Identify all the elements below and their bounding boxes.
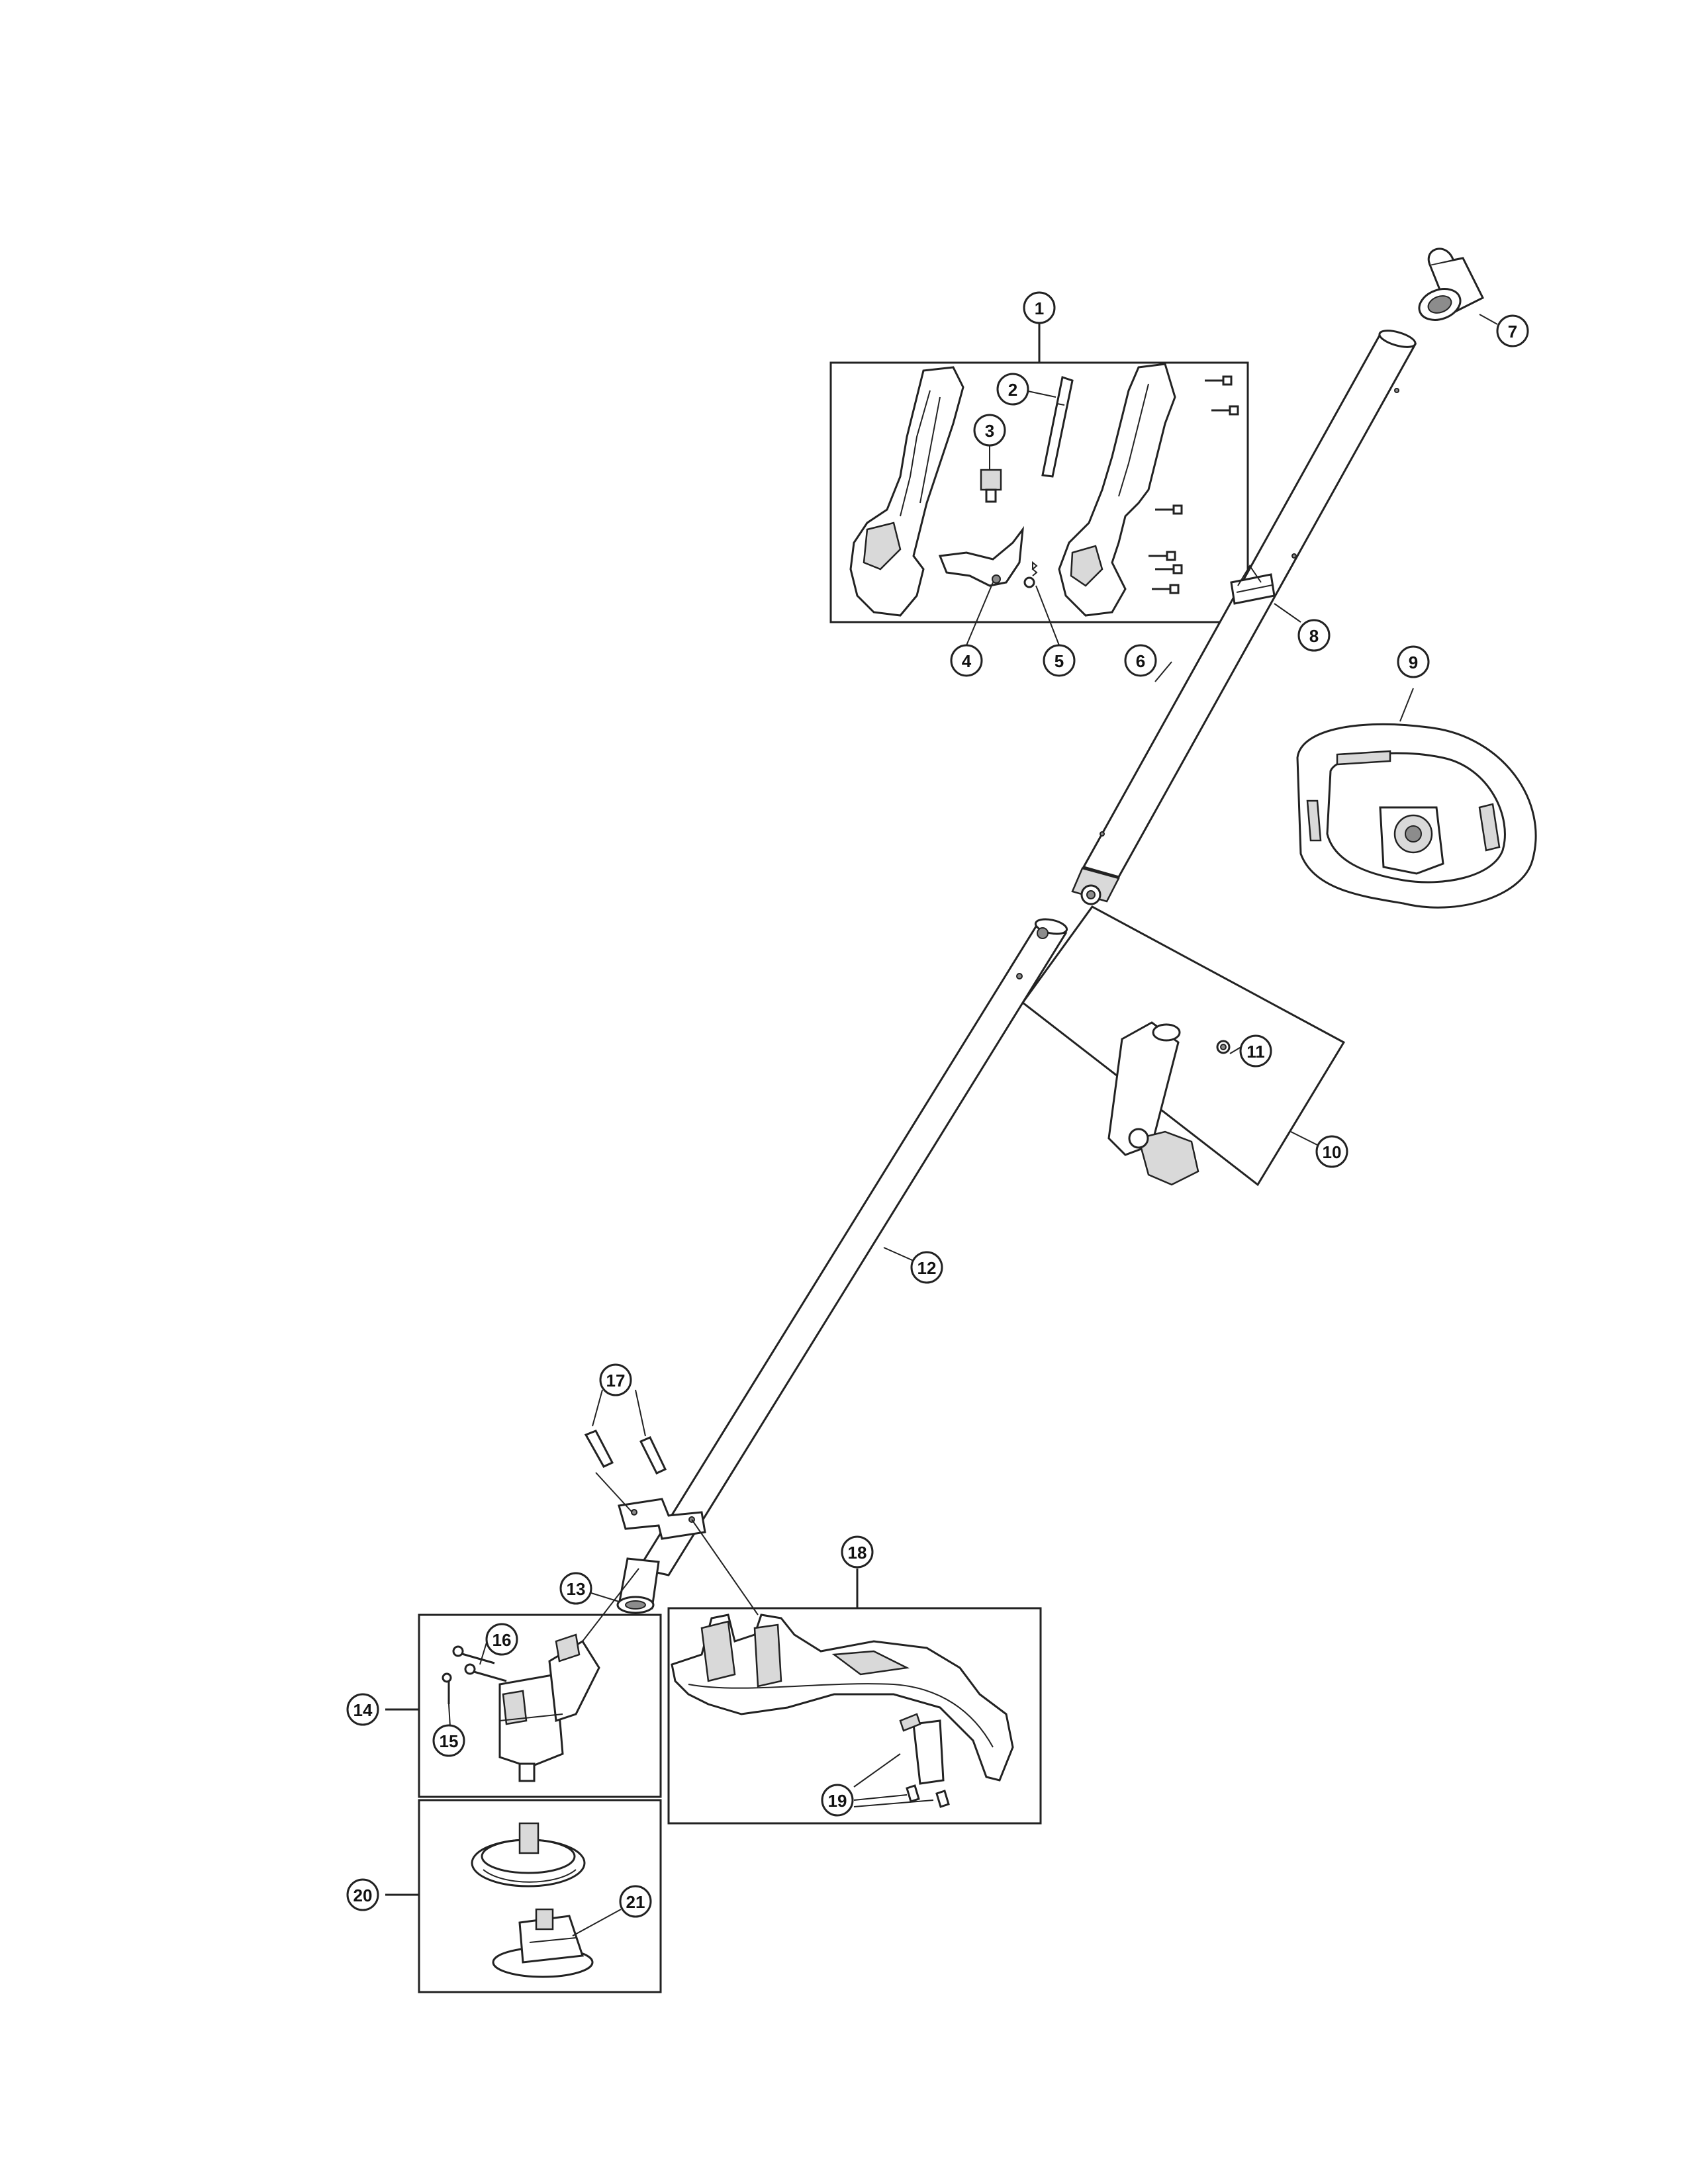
switch: [980, 469, 1002, 503]
callout-label-19: 19: [828, 1791, 847, 1811]
callout-label-3: 3: [985, 421, 994, 441]
spool-box: [385, 1799, 662, 1993]
callout-circle-19: [821, 1784, 854, 1817]
callout-circle-13: [559, 1572, 592, 1605]
motor-box: [385, 1614, 662, 1798]
callout-circle-4: [950, 644, 983, 677]
callout-label-8: 8: [1309, 626, 1319, 646]
lower-shaft: [637, 918, 1068, 1576]
callout-label-15: 15: [440, 1731, 459, 1751]
guard-screws: [906, 1784, 950, 1808]
auxiliary-handle: [1296, 723, 1537, 909]
nut: [1216, 1040, 1231, 1054]
callout-label-2: 2: [1008, 380, 1017, 400]
coupler: [616, 1557, 660, 1614]
spool: [492, 1908, 594, 1978]
callout-circle-20: [346, 1878, 379, 1911]
callout-circle-15: [432, 1724, 465, 1757]
callout-label-11: 11: [1246, 1042, 1265, 1062]
callout-circle-8: [1297, 619, 1331, 652]
callout-circle-14: [346, 1693, 379, 1726]
guard-blade-bracket: [899, 1713, 945, 1785]
small-screw: [442, 1672, 452, 1704]
motor-screws: [452, 1645, 507, 1682]
callout-circle-2: [996, 373, 1029, 406]
callout-circle-6: [1124, 644, 1157, 677]
end-cap: [1418, 248, 1485, 321]
handle-bracket: [1107, 1021, 1199, 1186]
handle-bracket-box: [1021, 905, 1346, 1187]
callout-label-13: 13: [567, 1579, 586, 1599]
callout-circle-16: [485, 1623, 518, 1656]
guard-box: [667, 1569, 1042, 1825]
callout-circle-21: [619, 1885, 652, 1918]
callout-circle-11: [1239, 1034, 1272, 1068]
callout-circle-10: [1315, 1135, 1348, 1168]
callout-circle-3: [973, 414, 1006, 447]
upper-shaft: [1071, 330, 1417, 905]
callout-label-16: 16: [492, 1630, 512, 1650]
bracket-screws: [584, 1430, 667, 1475]
callout-label-7: 7: [1508, 322, 1517, 341]
callout-label-14: 14: [353, 1700, 373, 1720]
callout-label-18: 18: [848, 1543, 867, 1563]
spring: [1023, 561, 1038, 588]
callout-circle-17: [599, 1363, 632, 1396]
callout-label-1: 1: [1035, 298, 1044, 318]
handle-housing-box: [829, 323, 1249, 623]
guard: [671, 1614, 1014, 1782]
spool-housing: [471, 1822, 586, 1888]
callout-label-21: 21: [626, 1892, 645, 1912]
callout-circle-1: [1023, 291, 1056, 324]
callout-label-10: 10: [1323, 1142, 1342, 1162]
callout-label-5: 5: [1055, 651, 1064, 671]
callout-label-20: 20: [353, 1886, 373, 1905]
callout-label-12: 12: [917, 1258, 937, 1278]
callout-circle-18: [841, 1535, 874, 1569]
motor-assembly: [498, 1633, 600, 1782]
right-housing-half: [1058, 363, 1176, 617]
callout-label-4: 4: [962, 651, 972, 671]
callout-label-6: 6: [1136, 651, 1145, 671]
callout-circle-7: [1496, 314, 1529, 347]
trigger: [938, 525, 1025, 587]
callout-label-9: 9: [1409, 653, 1418, 672]
callout-circle-9: [1397, 645, 1430, 678]
callout-circle-5: [1043, 644, 1076, 677]
callout-circle-12: [910, 1251, 943, 1284]
housing-screws: [1149, 375, 1239, 594]
lock-out-lever: [1041, 376, 1074, 478]
callout-label-17: 17: [606, 1371, 626, 1390]
clamp: [1230, 565, 1276, 605]
left-housing-half: [849, 366, 964, 617]
